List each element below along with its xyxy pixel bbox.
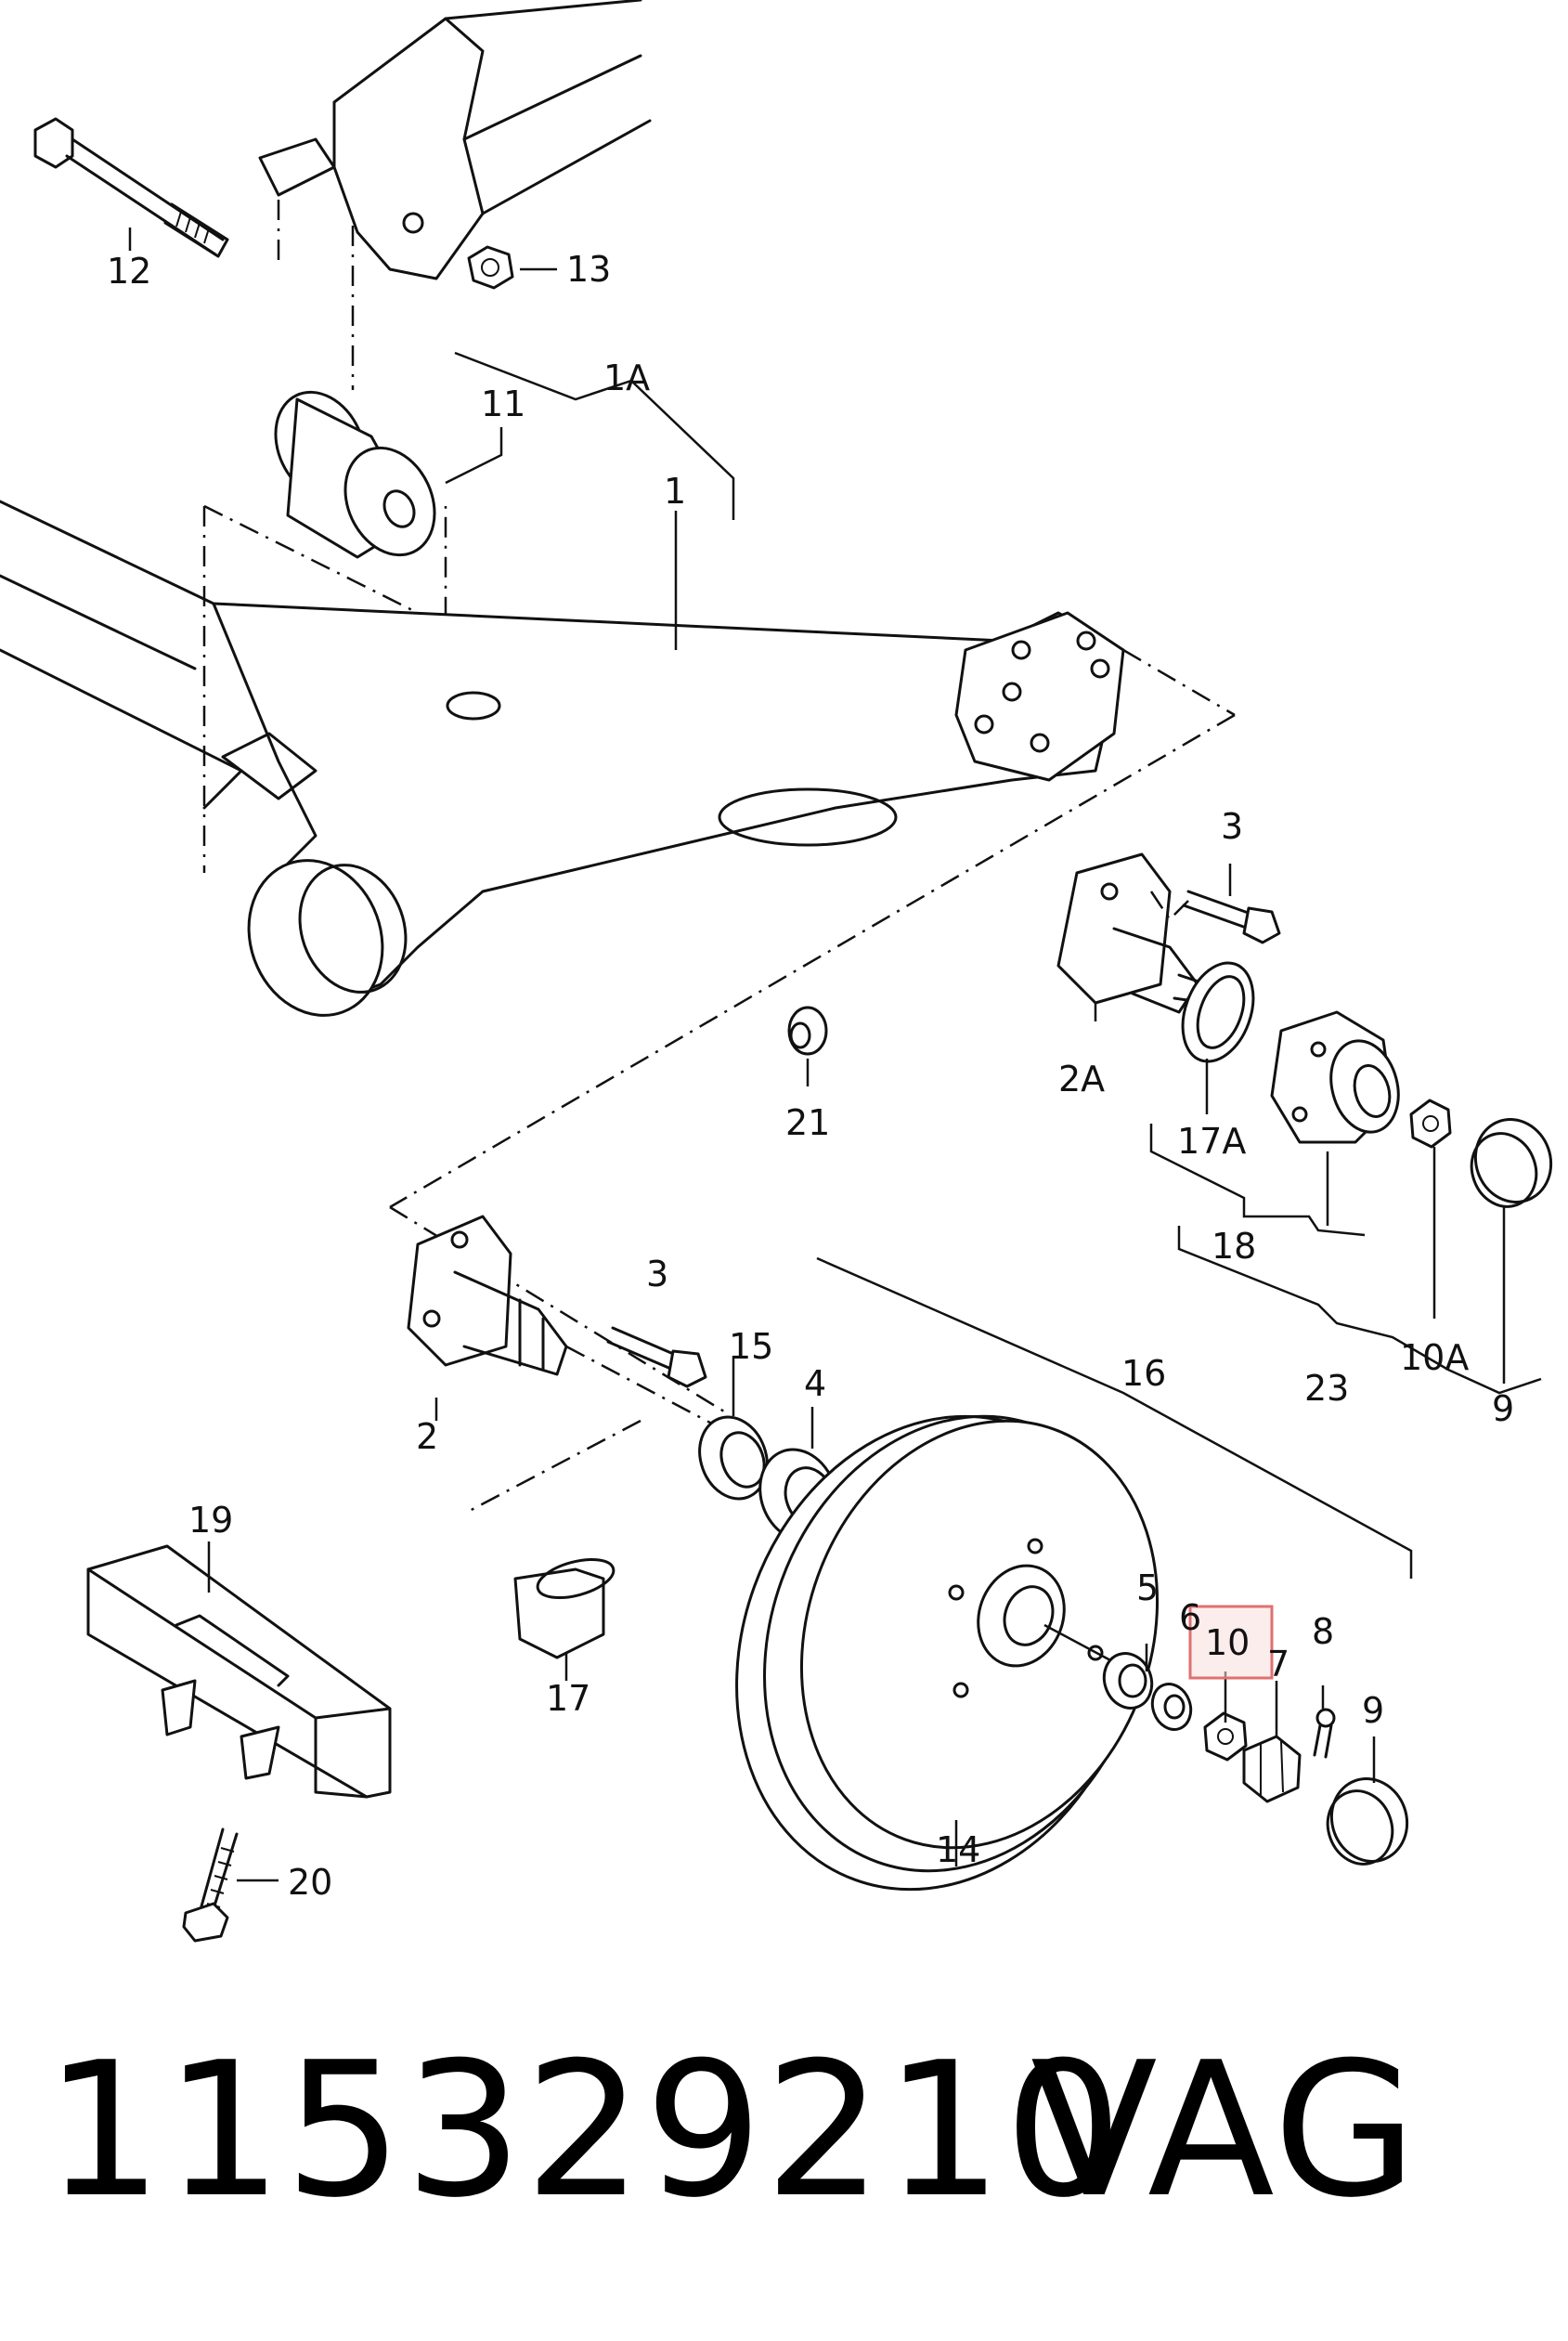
highlight-box [1188, 1605, 1274, 1680]
hub-18-drawing [1270, 1010, 1400, 1144]
nut-13-drawing [467, 245, 514, 290]
callout-1A: 1A [603, 358, 650, 398]
bearing-5-drawing [1102, 1652, 1154, 1710]
abs-ring-17A-drawing [1181, 961, 1255, 1063]
cotter-pin-8-drawing [1313, 1708, 1336, 1759]
callout-19: 19 [188, 1500, 233, 1541]
callout-labels: 12 13 11 1A 1 3 2A 21 17A 18 10A 23 9 3 … [107, 249, 1514, 1903]
bolt-3-lower-drawing [606, 1326, 707, 1388]
bushing-11-drawing [274, 390, 436, 559]
axle-beam-drawing [0, 500, 1125, 1017]
screw-20-drawing [182, 1827, 239, 1943]
callout-20: 20 [288, 1862, 332, 1903]
callout-11: 11 [481, 384, 525, 424]
callout-12: 12 [107, 251, 151, 292]
callout-18: 18 [1212, 1226, 1256, 1267]
callout-9-upper: 9 [1492, 1388, 1514, 1429]
callout-1: 1 [664, 471, 686, 512]
shim-holder-19-drawing [86, 1544, 392, 1799]
washer-6-drawing [1150, 1683, 1193, 1731]
callout-10: 10 [1205, 1622, 1250, 1663]
bearing-race-17-drawing [513, 1557, 616, 1659]
lock-cap-7-drawing [1242, 1735, 1302, 1803]
callout-8: 8 [1312, 1611, 1334, 1652]
cap-9-upper-drawing [1470, 1118, 1553, 1208]
leader-lines [128, 228, 1542, 1882]
plug-21-drawing [787, 1006, 828, 1056]
brake-drum-14-drawing [735, 1414, 1160, 1892]
nut-10-drawing [1203, 1711, 1248, 1762]
stub-axle-2-drawing [407, 1215, 568, 1376]
part-number-text: 115329210 [45, 2022, 1125, 2239]
callout-15: 15 [729, 1326, 773, 1367]
bolt-12-drawing [33, 117, 229, 258]
callout-3-upper: 3 [1221, 806, 1243, 847]
callout-17A: 17A [1177, 1121, 1246, 1162]
callout-21: 21 [785, 1102, 830, 1143]
callout-13: 13 [566, 249, 611, 290]
callout-17: 17 [546, 1678, 590, 1719]
callout-14: 14 [936, 1829, 980, 1870]
callout-5: 5 [1136, 1567, 1159, 1608]
callout-3-lower: 3 [646, 1254, 668, 1294]
callout-16: 16 [1121, 1353, 1166, 1394]
callout-7: 7 [1267, 1644, 1289, 1684]
callout-4: 4 [804, 1363, 826, 1404]
callout-10A: 10A [1400, 1337, 1469, 1378]
callout-9-lower: 9 [1362, 1690, 1384, 1731]
stub-axle-2A-drawing [1056, 852, 1209, 1014]
callout-2A: 2A [1058, 1059, 1105, 1099]
callout-2: 2 [416, 1416, 438, 1457]
cap-9-lower-drawing [1326, 1777, 1409, 1866]
brand-text: VAG [1030, 2022, 1419, 2239]
nut-10A-drawing [1409, 1099, 1452, 1149]
seal-15-drawing [698, 1415, 769, 1501]
callout-6: 6 [1179, 1597, 1201, 1638]
mount-bracket-drawing [258, 0, 652, 280]
callout-23: 23 [1304, 1368, 1349, 1409]
bolt-3-upper-drawing [1182, 890, 1281, 944]
